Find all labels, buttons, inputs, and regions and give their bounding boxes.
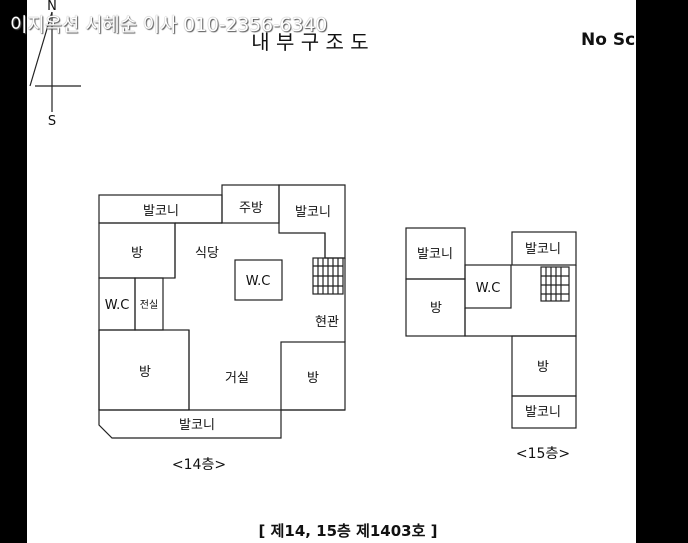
floor-plan-sheet: N S 내 부 구 조 도 No Sca 발코니 주방 발코니 방 식당 W.C… bbox=[27, 0, 636, 543]
agent-contact-watermark: 이지옥션 서혜순 이사 010-2356-6340 bbox=[10, 14, 328, 36]
f15-balcony-right-outline bbox=[511, 231, 577, 266]
f14-wc-center-label: W.C bbox=[246, 274, 271, 289]
f14-dining-label: 식당 bbox=[195, 246, 219, 261]
f14-caption: <14층> bbox=[172, 457, 226, 473]
compass-north: N bbox=[47, 0, 57, 14]
f14-stairs bbox=[312, 257, 344, 295]
compass-icon bbox=[29, 11, 81, 112]
unit-footer: [ 제14, 15층 제1403호 ] bbox=[259, 522, 438, 540]
scale-note: No Sca bbox=[581, 30, 636, 50]
floor15-plan bbox=[405, 227, 577, 429]
f15-room-right-label: 방 bbox=[537, 360, 549, 375]
f14-entrance-label: 현관 bbox=[315, 315, 339, 330]
f14-balcony-right-outline bbox=[278, 184, 346, 259]
f14-kitchen-label: 주방 bbox=[239, 201, 263, 216]
f14-wc-left-label: W.C bbox=[105, 298, 130, 313]
f14-balcony-bottom-outline bbox=[98, 409, 282, 439]
f15-balcony-bottom-label: 발코니 bbox=[525, 405, 561, 420]
floor-plan-diagram: N S 내 부 구 조 도 No Sca 발코니 주방 발코니 방 식당 W.C… bbox=[29, 0, 636, 540]
f14-balcony-right-label: 발코니 bbox=[295, 205, 331, 220]
f15-wc-outline bbox=[464, 264, 512, 309]
page-title: 내 부 구 조 도 bbox=[251, 30, 368, 54]
f14-wc-center-outline bbox=[234, 259, 283, 301]
f14-living-label: 거실 bbox=[225, 371, 249, 386]
f14-room-bottom-right-label: 방 bbox=[307, 371, 319, 386]
f14-room-left-label: 방 bbox=[131, 246, 143, 261]
f14-balcony-top-label: 발코니 bbox=[143, 204, 179, 219]
f15-caption: <15층> bbox=[516, 446, 570, 462]
f15-balcony-right-label: 발코니 bbox=[525, 242, 561, 257]
compass-south: S bbox=[48, 114, 56, 129]
f15-stairs bbox=[540, 266, 570, 302]
floor14-plan bbox=[98, 184, 346, 439]
f15-room-left-label: 방 bbox=[430, 301, 442, 316]
f15-wc-label: W.C bbox=[476, 281, 501, 296]
f14-balcony-bottom-label: 발코니 bbox=[179, 418, 215, 433]
f15-balcony-left-label: 발코니 bbox=[417, 247, 453, 262]
f14-room-bottom-left-label: 방 bbox=[139, 365, 151, 380]
f14-dressing-label: 전실 bbox=[140, 299, 158, 311]
f15-balcony-bottom-outline bbox=[511, 395, 577, 429]
